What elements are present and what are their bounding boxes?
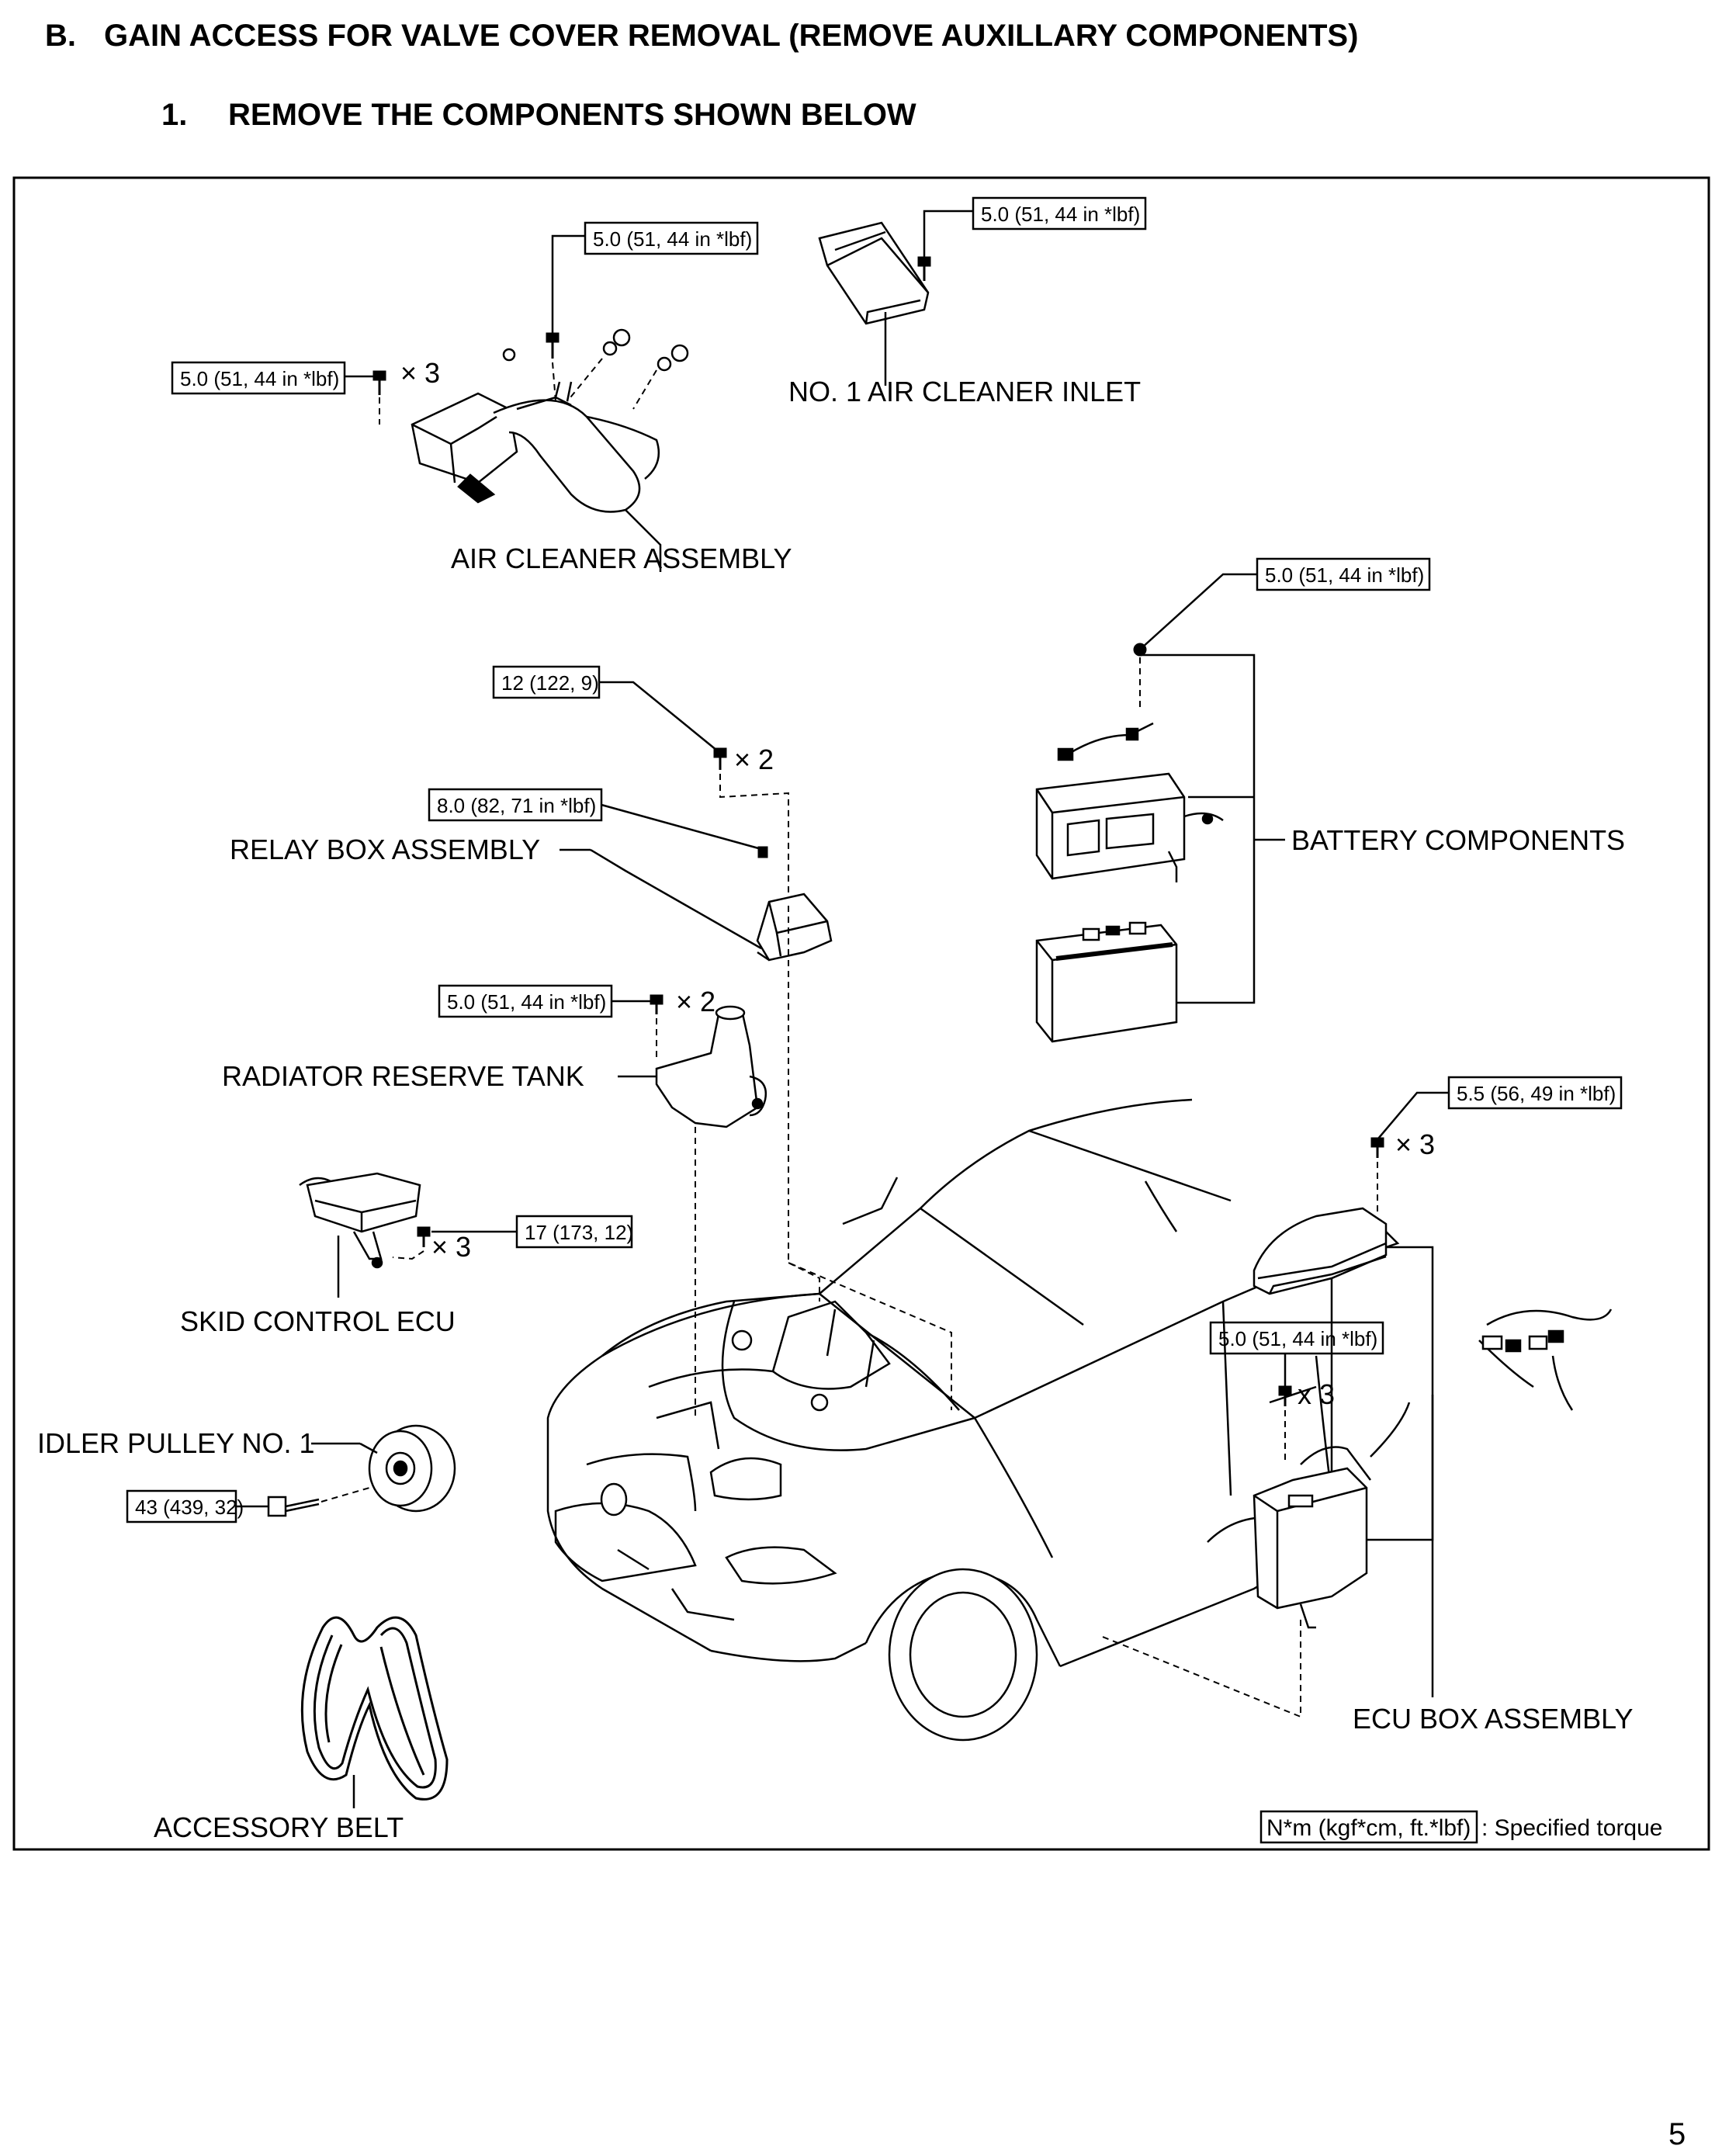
label-air-cleaner-assembly: AIR CLEANER ASSEMBLY — [451, 542, 792, 574]
legend-unit: N*m (kgf*cm, ft.*lbf) — [1266, 1815, 1471, 1841]
exploded-diagram: 5.0 (51, 44 in *lbf) NO. 1 AIR CLEANER I… — [12, 176, 1710, 1851]
hidden-line — [719, 774, 789, 906]
torque-box — [1209, 1321, 1384, 1355]
bolt-icon — [1370, 1137, 1384, 1158]
air-cleaner-inlet-drawing — [818, 221, 930, 325]
label-ecu-box-assembly: ECU BOX ASSEMBLY — [1353, 1703, 1633, 1735]
label-radiator-reserve-tank: RADIATOR RESERVE TANK — [222, 1060, 584, 1092]
quantity: × 3 — [1395, 1128, 1435, 1160]
label-idler-pulley: IDLER PULLEY NO. 1 — [37, 1427, 315, 1459]
section-heading: B. GAIN ACCESS FOR VALVE COVER REMOVAL (R… — [45, 19, 1358, 54]
accessory-belt-drawing — [300, 1616, 449, 1801]
legend-box — [1259, 1810, 1478, 1844]
hidden-line — [632, 369, 657, 410]
torque-box — [515, 1215, 633, 1249]
quantity: × 2 — [676, 986, 715, 1017]
hidden-line — [1098, 1620, 1301, 1718]
quantity: × 3 — [431, 1231, 471, 1263]
bolt-icon — [267, 1496, 320, 1517]
page-number: 5 — [1668, 2117, 1686, 2151]
torque-value: 12 (122, 9) — [501, 671, 599, 695]
step-heading: 1. REMOVE THE COMPONENTS SHOWN BELOW — [161, 98, 916, 133]
label-relay-box-assembly: RELAY BOX ASSEMBLY — [230, 834, 540, 865]
battery-cable-drawing — [1057, 722, 1154, 761]
hidden-line — [788, 1262, 820, 1302]
ecu-box-drawing — [1253, 1402, 1411, 1629]
step-number: 1. — [161, 98, 188, 132]
bracket-line — [1367, 1246, 1434, 1541]
hidden-line — [552, 362, 556, 402]
bolt-icon — [417, 1226, 431, 1247]
radiator-reserve-tank-drawing — [655, 1005, 767, 1128]
quantity: × 2 — [734, 744, 774, 775]
leader-line — [625, 509, 662, 572]
torque-box — [171, 361, 346, 395]
torque-box — [972, 196, 1147, 231]
section-number: B. — [45, 19, 76, 53]
bracket-line — [1140, 653, 1256, 1004]
skid-control-ecu-drawing — [299, 1172, 421, 1269]
torque-value: 5.0 (51, 44 in *lbf) — [447, 990, 606, 1014]
bolt-icon — [372, 370, 386, 395]
leader-line — [551, 234, 585, 334]
hidden-line — [788, 906, 952, 1410]
bolt-icon — [917, 256, 931, 281]
nut-icon — [757, 846, 768, 858]
leader-line — [1377, 1091, 1449, 1139]
section-title: GAIN ACCESS FOR VALVE COVER REMOVAL (REM… — [104, 19, 1359, 53]
battery-drawing — [1035, 921, 1178, 1043]
label-skid-control-ecu: SKID CONTROL ECU — [180, 1305, 456, 1337]
ecu-box-cover-drawing — [1253, 1207, 1400, 1295]
quantity: x 3 — [1298, 1378, 1335, 1410]
leader-line — [601, 803, 762, 851]
torque-value: 8.0 (82, 71 in *lbf) — [437, 794, 596, 817]
leader-line — [599, 681, 718, 751]
leader-line — [590, 848, 762, 950]
torque-box — [584, 221, 759, 255]
vehicle-drawing — [546, 1098, 1333, 1742]
torque-value: 5.0 (51, 44 in *lbf) — [180, 367, 339, 390]
torque-value: 5.5 (56, 49 in *lbf) — [1457, 1082, 1616, 1105]
leader-line — [1141, 573, 1257, 649]
torque-value: 5.0 (51, 44 in *lbf) — [593, 227, 752, 251]
diagram-frame — [12, 176, 1710, 1851]
quantity: × 3 — [400, 357, 440, 389]
label-battery-components: BATTERY COMPONENTS — [1291, 824, 1625, 856]
hidden-line — [320, 1487, 370, 1503]
leader-line — [923, 210, 973, 258]
bolt-icon — [713, 747, 727, 770]
battery-tray-drawing — [1035, 772, 1224, 882]
idler-pulley-drawing — [368, 1424, 456, 1513]
wire-harness-drawing — [1478, 1309, 1613, 1411]
torque-value: 5.0 (51, 44 in *lbf) — [1218, 1327, 1377, 1350]
step-title: REMOVE THE COMPONENTS SHOWN BELOW — [228, 98, 916, 132]
torque-value: 17 (173, 12) — [525, 1221, 633, 1244]
label-air-cleaner-inlet: NO. 1 AIR CLEANER INLET — [788, 376, 1141, 407]
hidden-line — [392, 1250, 424, 1260]
air-cleaner-assembly-drawing — [411, 381, 660, 513]
hidden-line — [566, 358, 603, 402]
nut-icon — [1133, 643, 1147, 657]
leader-line — [359, 1442, 378, 1454]
torque-value: 5.0 (51, 44 in *lbf) — [981, 203, 1140, 226]
bolt-icon — [546, 332, 560, 359]
label-accessory-belt: ACCESSORY BELT — [154, 1811, 404, 1843]
bolt-icon — [650, 994, 664, 1014]
relay-box-drawing — [756, 893, 833, 962]
clamp-icon — [502, 328, 689, 372]
bolt-icon — [1278, 1385, 1292, 1406]
torque-value: 43 (439, 32) — [135, 1496, 244, 1519]
torque-value: 5.0 (51, 44 in *lbf) — [1265, 563, 1424, 587]
legend-text: : Specified torque — [1481, 1815, 1662, 1841]
